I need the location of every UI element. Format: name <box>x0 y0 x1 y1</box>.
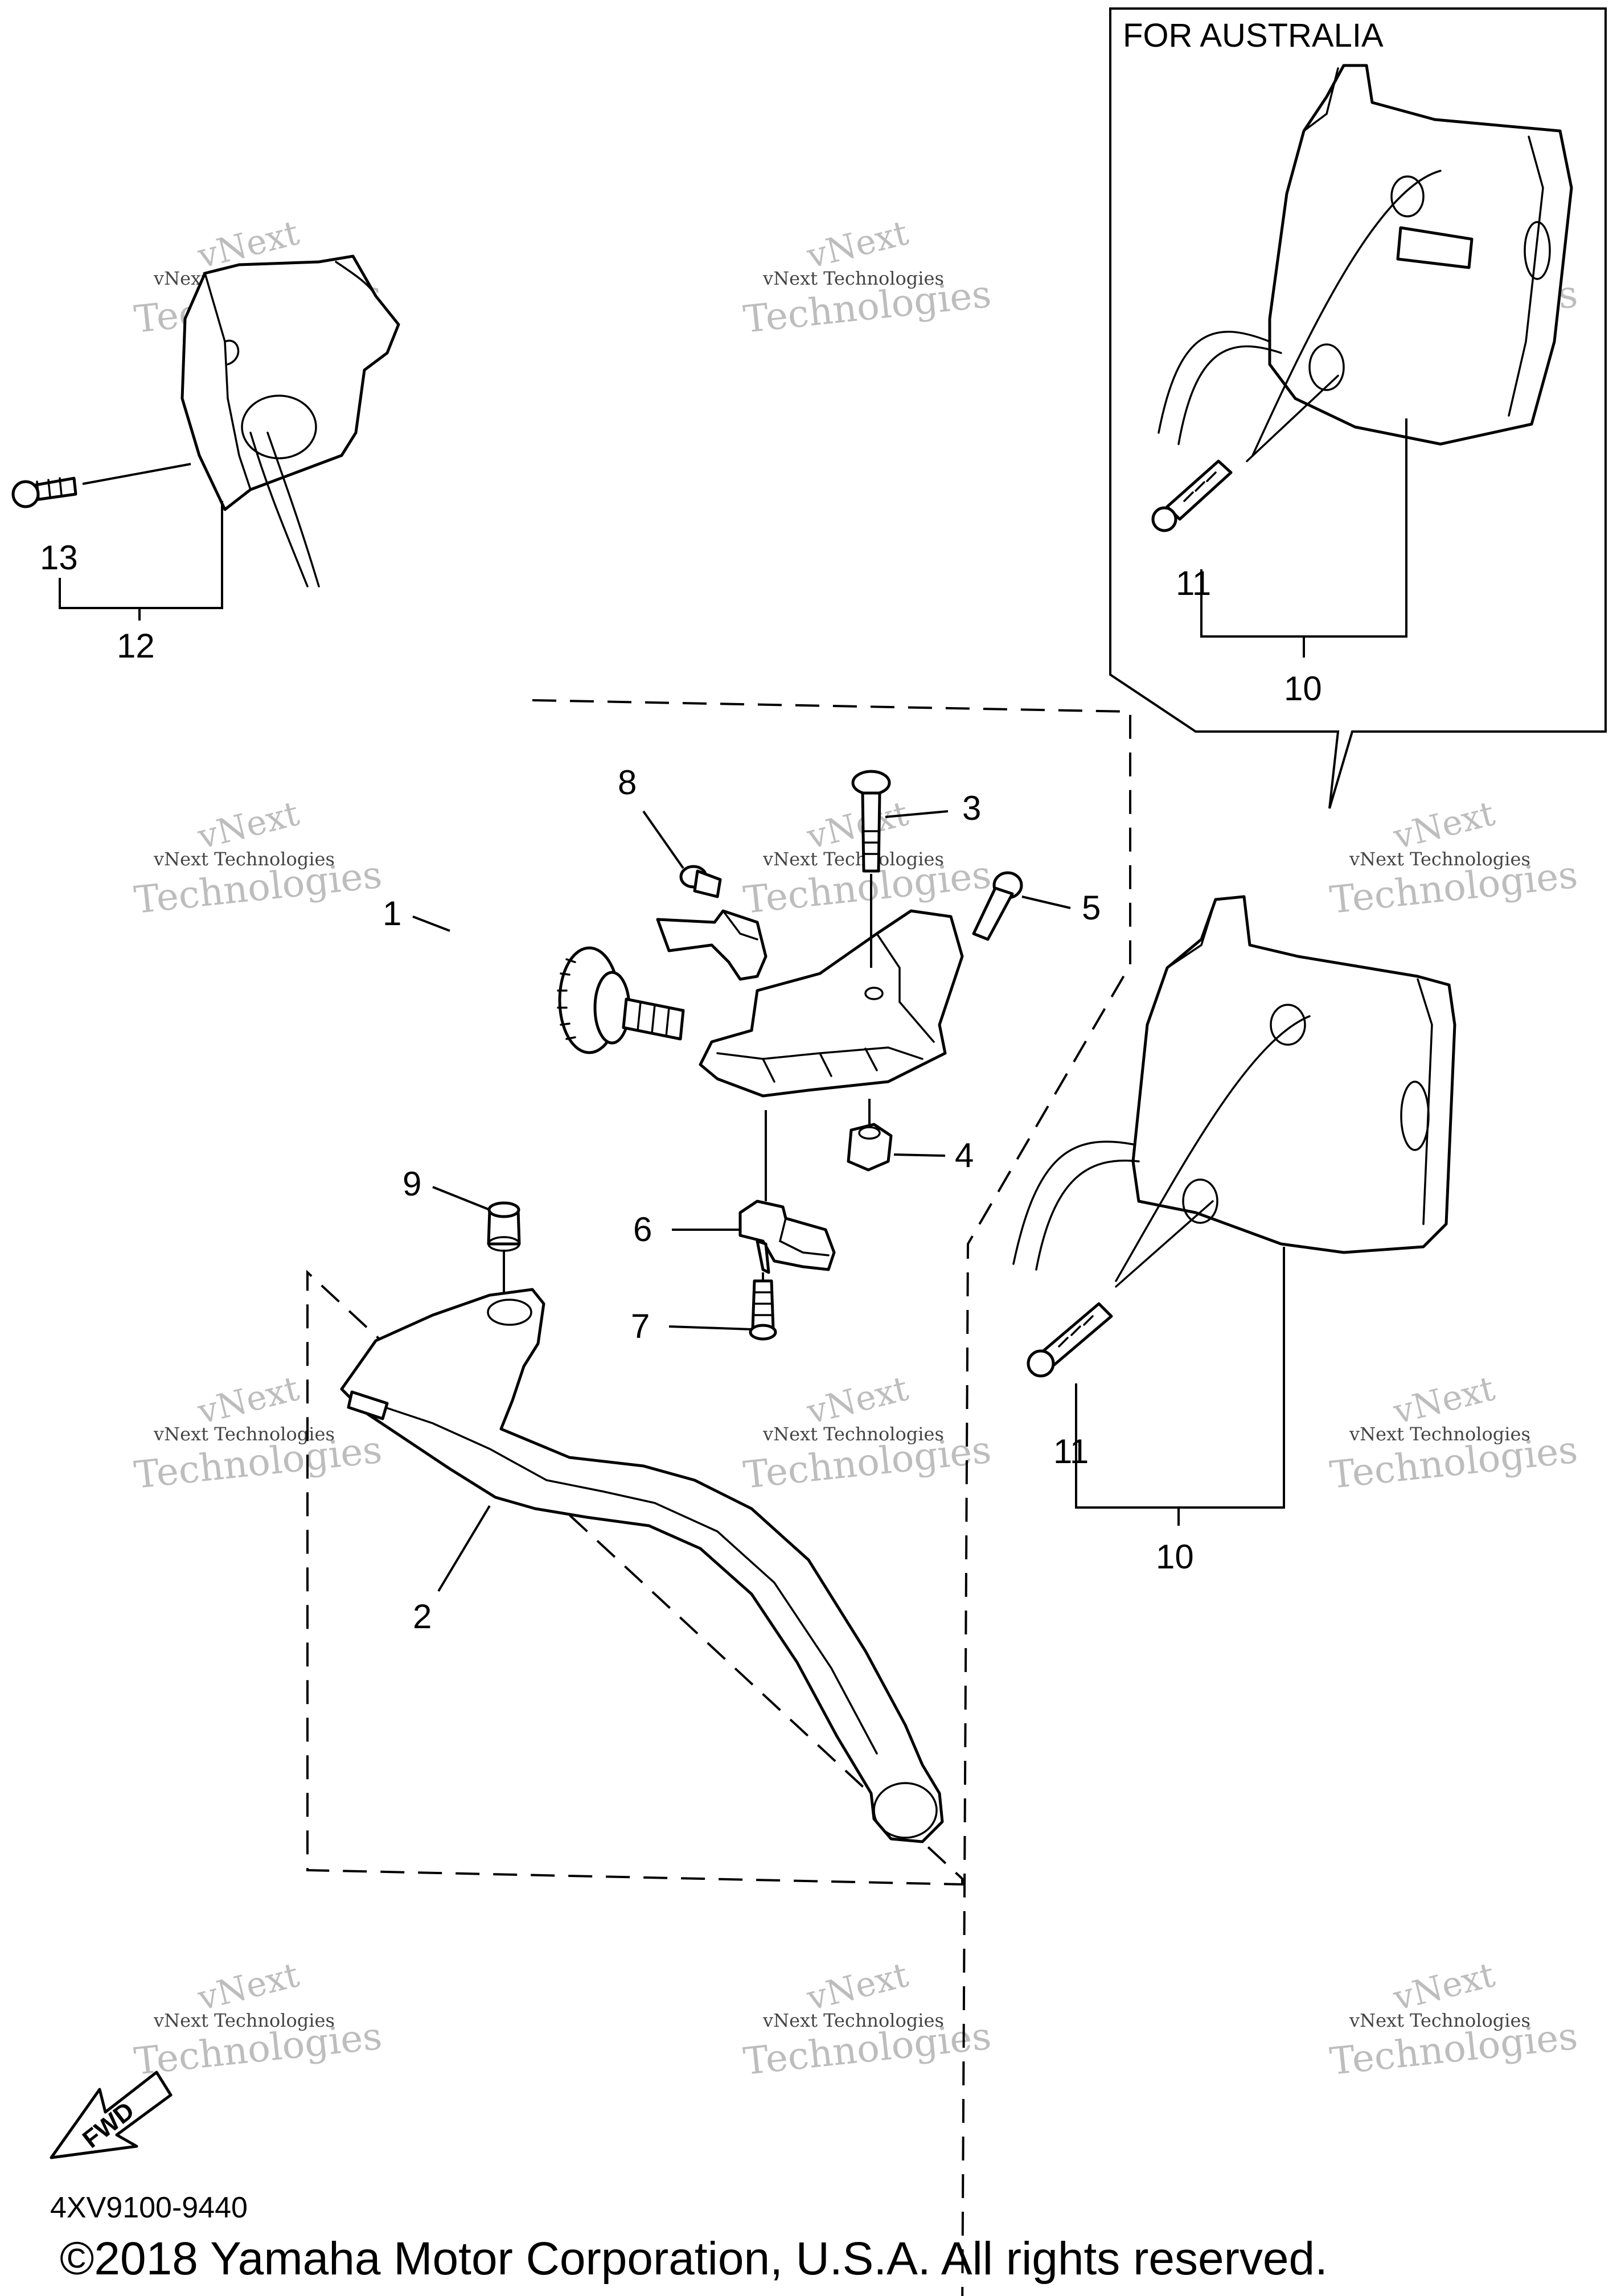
watermark-text: vNext <box>803 213 912 277</box>
handlebar-switch-right <box>1012 895 1456 1288</box>
australia-inset: FOR AUSTRALIA 11 10 <box>1109 7 1607 809</box>
callout-11-australia: 11 <box>1176 564 1211 602</box>
watermark-text: vNext Technologies <box>762 2010 944 2031</box>
lever-2 <box>340 1288 944 1843</box>
callout-9: 9 <box>403 1165 421 1203</box>
watermark-text: vNext Technologies <box>1349 2010 1530 2031</box>
callout-1: 1 <box>383 894 401 933</box>
watermark-text: vNext Technologies <box>153 848 335 870</box>
callout-10-australia: 10 <box>1284 670 1322 708</box>
callout-2: 2 <box>413 1597 432 1636</box>
watermark-text: vNext Technologies <box>762 268 944 289</box>
callout-5: 5 <box>1082 889 1101 927</box>
callout-12: 12 <box>117 627 155 665</box>
screw-7 <box>749 1279 777 1341</box>
watermark-text: vNext <box>194 794 303 857</box>
callout-6: 6 <box>633 1210 652 1248</box>
nut-4 <box>847 1123 893 1172</box>
copyright-notice: ©2018 Yamaha Motor Corporation, U.S.A. A… <box>60 2233 1328 2285</box>
bushing-9 <box>487 1201 521 1252</box>
callout-7: 7 <box>631 1307 650 1345</box>
watermark-text: vNext Technologies <box>153 1423 335 1445</box>
watermark-text: vNext <box>194 1369 303 1432</box>
handlebar-switch-left <box>180 254 400 588</box>
forward-direction-arrow: FWD <box>50 2071 173 2159</box>
watermark-text: vNext Technologies <box>1349 848 1530 870</box>
watermark-text: vNext <box>1389 1955 1499 2019</box>
screw-13 <box>11 477 77 508</box>
diagram-code: 4XV9100-9440 <box>50 2191 248 2224</box>
watermark-text: vNext Technologies <box>762 1423 944 1445</box>
watermark-text: vNext <box>194 1955 303 2019</box>
watermark-text: vNext Technologies <box>762 848 944 870</box>
screw-11-australia <box>1151 459 1233 532</box>
region-label: FOR AUSTRALIA <box>1123 17 1384 54</box>
screw-11 <box>1027 1302 1113 1378</box>
callout-4: 4 <box>955 1136 974 1174</box>
adjuster-knob <box>557 946 685 1054</box>
callout-8: 8 <box>618 763 637 802</box>
watermark-text: vNext <box>803 794 912 857</box>
callout-11: 11 <box>1053 1432 1089 1471</box>
lever-holder <box>699 909 964 1098</box>
pivot-bolt-3 <box>851 770 891 873</box>
watermark-text: vNext <box>803 1955 912 2019</box>
bolt-5 <box>972 871 1023 941</box>
callout-10: 10 <box>1156 1538 1194 1576</box>
handlebar-switch-australia <box>1158 64 1573 462</box>
watermark-text: vNext <box>1389 794 1499 857</box>
watermark-text: vNext Technologies <box>153 2010 335 2031</box>
watermark-text: vNext Technologies <box>1349 1423 1530 1445</box>
watermark-text: vNext <box>1389 1369 1499 1432</box>
callout-3: 3 <box>962 789 981 827</box>
switch-6 <box>738 1200 836 1274</box>
switch-plate <box>656 909 768 981</box>
callout-13: 13 <box>40 539 78 577</box>
watermark-text: vNext <box>803 1369 912 1432</box>
bolt-8 <box>679 865 722 898</box>
